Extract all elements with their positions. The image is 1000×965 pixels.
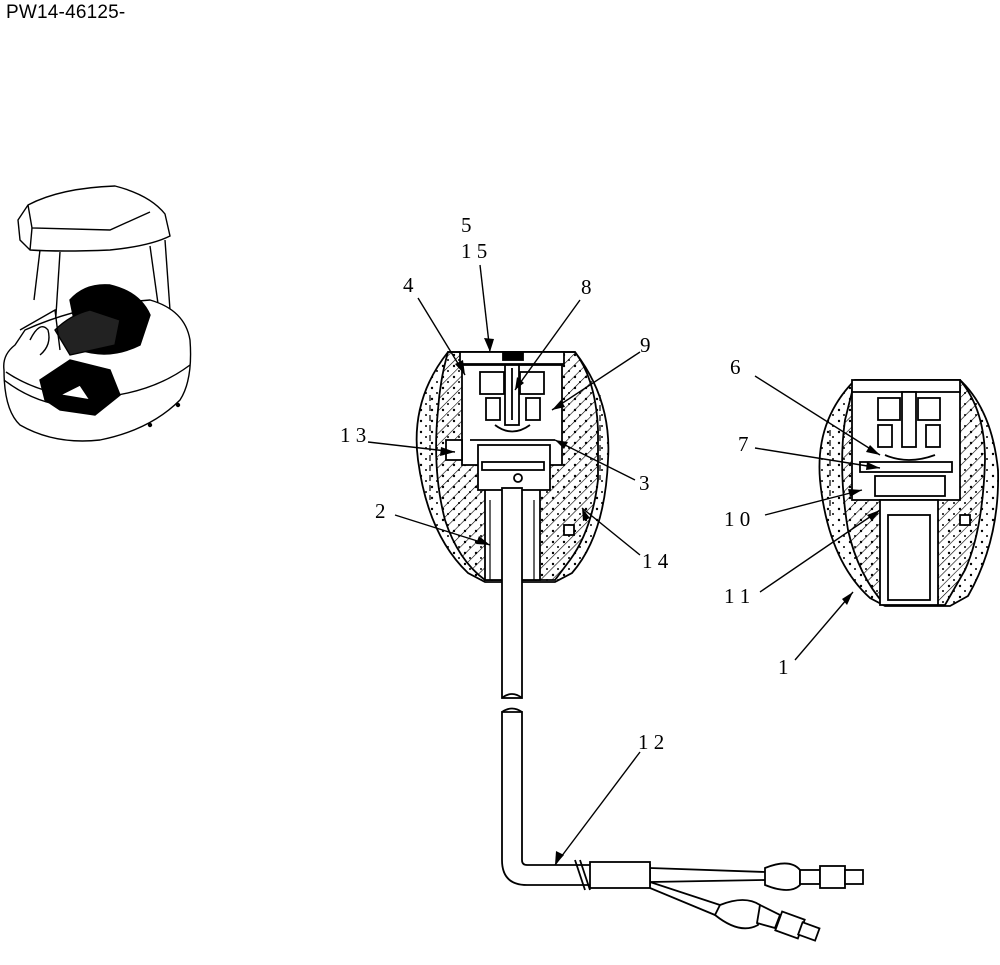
document-id: PW14-46125- xyxy=(6,2,126,23)
callout-6: 6 xyxy=(730,355,741,379)
callout-7: 7 xyxy=(738,432,749,456)
grip-section-secondary xyxy=(818,379,999,607)
callout-9: 9 xyxy=(640,333,651,357)
callout-15: 1 5 xyxy=(461,239,487,263)
callout-11: 1 1 xyxy=(724,584,750,608)
callout-1: 1 xyxy=(778,655,789,679)
callout-5: 5 xyxy=(461,213,472,237)
machine-thumbnail xyxy=(3,185,192,442)
callout-4: 4 xyxy=(403,273,414,297)
grip-section-main xyxy=(415,351,610,699)
callout-10: 1 0 xyxy=(724,507,750,531)
arrowheads xyxy=(440,338,880,865)
callout-13: 1 3 xyxy=(340,423,366,447)
callout-labels: 5 1 5 4 8 9 1 3 3 2 1 4 6 7 1 0 1 1 1 1 … xyxy=(340,213,789,754)
callout-2: 2 xyxy=(375,499,386,523)
callout-12: 1 2 xyxy=(638,730,664,754)
callout-8: 8 xyxy=(581,275,592,299)
shaft-break xyxy=(501,693,523,713)
cable-assembly xyxy=(501,711,864,942)
callout-14: 1 4 xyxy=(642,549,669,573)
callout-3: 3 xyxy=(639,471,650,495)
leader-lines xyxy=(367,264,881,866)
